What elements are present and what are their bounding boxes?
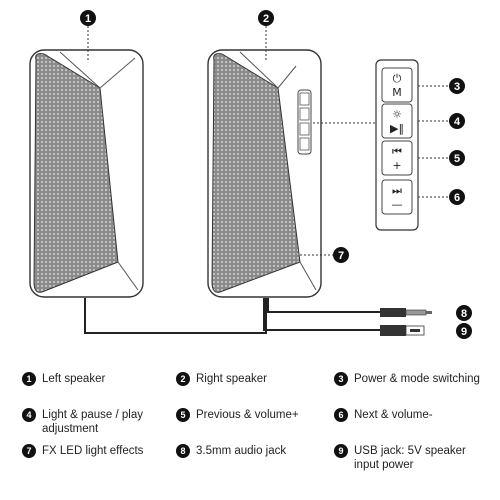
legend-item-1: 1 Left speaker (22, 372, 105, 386)
control-button-4[interactable]: ⏭— (381, 179, 413, 215)
legend-item-6: 6 Next & volume- (334, 408, 433, 422)
callout-7: 7 (333, 247, 349, 263)
callout-4: 4 (449, 113, 465, 129)
legend-number: 3 (334, 372, 348, 386)
control-button-3[interactable]: ⏮+ (381, 140, 413, 176)
previous-icon: ⏮ (392, 145, 402, 158)
power-icon: ⏻ (393, 72, 402, 85)
callout-number: 2 (263, 13, 269, 25)
callout-8: 8 (456, 305, 472, 321)
legend-number: 2 (176, 372, 190, 386)
legend-label: Power & mode switching (354, 373, 480, 385)
callout-number: 1 (85, 13, 91, 25)
legend-label: Previous & volume+ (196, 409, 299, 421)
cables (84, 298, 380, 334)
play-pause-icon: ▶‖ (390, 122, 404, 135)
legend-label: 3.5mm audio jack (196, 445, 287, 457)
control-button-1[interactable]: ⏻M (381, 67, 413, 103)
audio-jack-plug (380, 308, 432, 317)
legend-number: 4 (22, 408, 36, 422)
legend-item-2: 2 Right speaker (176, 372, 267, 386)
callout-number: 5 (454, 153, 460, 165)
right-speaker (207, 49, 322, 298)
callout-number: 7 (338, 250, 344, 262)
legend-item-9: 9 USB jack: 5V speaker input power (334, 444, 466, 472)
callout-5: 5 (449, 150, 465, 166)
callout-9: 9 (456, 323, 472, 339)
legend-number: 6 (334, 408, 348, 422)
legend-item-4: 4 Light & pause / play adjustment (22, 408, 143, 436)
callout-number: 9 (461, 326, 467, 338)
next-icon: ⏭ (392, 184, 402, 197)
legend-item-5: 5 Previous & volume+ (176, 408, 299, 422)
legend-number: 8 (176, 444, 190, 458)
callout-6: 6 (449, 189, 465, 205)
legend-item-7: 7 FX LED light effects (22, 444, 143, 458)
left-speaker (29, 49, 144, 298)
legend-label: Next & volume- (354, 409, 433, 421)
legend-label: FX LED light effects (42, 445, 144, 457)
legend-number: 5 (176, 408, 190, 422)
mode-m-icon: M (392, 86, 402, 99)
legend-number: 1 (22, 372, 36, 386)
callout-2: 2 (258, 10, 274, 26)
callout-number: 4 (454, 116, 461, 128)
legend-number: 9 (334, 444, 348, 458)
legend-label: Light & pause / play adjustment (42, 409, 144, 435)
plus-icon: + (392, 159, 401, 172)
legend-label: Left speaker (42, 373, 106, 385)
control-panel: ⏻M☼▶‖⏮+⏭— (375, 59, 419, 231)
light-sun-icon: ☼ (392, 108, 402, 121)
usb-plug (380, 325, 425, 336)
callout-number: 6 (454, 192, 460, 204)
legend-number: 7 (22, 444, 36, 458)
callout-number: 8 (461, 308, 467, 320)
callout-1: 1 (80, 10, 96, 26)
legend-label: USB jack: 5V speaker input power (354, 445, 466, 471)
callout-number: 3 (454, 81, 460, 93)
minus-icon: — (392, 198, 403, 211)
legend-item-3: 3 Power & mode switching (334, 372, 480, 386)
legend-label: Right speaker (196, 373, 267, 385)
callout-3: 3 (449, 78, 465, 94)
legend-item-8: 8 3.5mm audio jack (176, 444, 286, 458)
control-button-2[interactable]: ☼▶‖ (381, 103, 413, 139)
